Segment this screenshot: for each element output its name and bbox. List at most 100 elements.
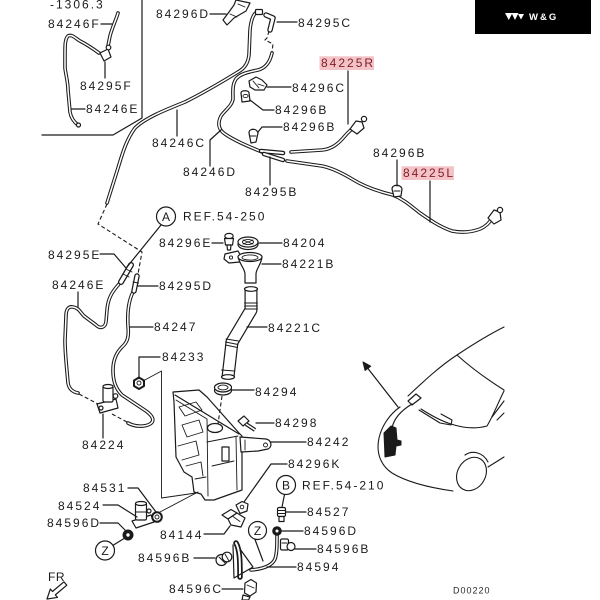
callout-84246e[interactable]: 84246E (52, 278, 105, 292)
callout-84295e[interactable]: 84295E (48, 248, 101, 262)
joint-84295f (99, 44, 112, 62)
callout-84246d[interactable]: 84246D (183, 165, 237, 179)
vehicle-pillar-line (491, 400, 505, 421)
clip-detail (218, 553, 230, 564)
sensor-head (237, 415, 250, 427)
joint-84295b (258, 148, 286, 163)
callout-84295c[interactable]: 84295C (298, 16, 352, 30)
logo-triangle (511, 13, 519, 20)
grommet-hole (154, 514, 160, 520)
connection-line-84247-pump (111, 413, 128, 423)
install-line-84294 (217, 395, 223, 425)
callout-84596d-right[interactable]: 84596D (304, 524, 358, 538)
install-line-84233 (142, 370, 197, 499)
leader-84524 (102, 504, 138, 518)
callout-84296b-1[interactable]: 84296B (275, 103, 328, 117)
filler-neck-84221b (223, 250, 263, 284)
bracket-body (239, 436, 272, 453)
callout-84144[interactable]: 84144 (160, 528, 203, 542)
callout-84296b-3[interactable]: 84296B (373, 146, 426, 160)
vehicle-washer-tank-location (383, 425, 402, 458)
callout-84296k[interactable]: 84296K (288, 457, 341, 471)
callout-84246e-inset[interactable]: 84246E (86, 102, 139, 116)
callout-84296c[interactable]: 84296C (292, 81, 346, 95)
callout-84295f[interactable]: 84295F (80, 79, 133, 93)
washer-tank (172, 389, 243, 501)
callout-84295d[interactable]: 84295D (159, 279, 213, 293)
clip-hole (239, 504, 245, 510)
connection-line-84246c-84295d (97, 203, 143, 275)
marker-circle (94, 540, 116, 561)
callout-84225l[interactable]: 84225L (403, 166, 455, 180)
hose-end-fitting (254, 8, 264, 16)
callout-84246c[interactable]: 84246C (152, 136, 206, 150)
pump-outlet (98, 405, 104, 411)
pump-cap (134, 500, 148, 507)
callout-84295b[interactable]: 84295B (245, 185, 298, 199)
clip-foot (241, 594, 251, 600)
wg-triangles-logo-icon (505, 13, 524, 20)
leader-lines (70, 13, 431, 590)
connection-marker-z-right: Z (247, 520, 268, 541)
callout-84296e[interactable]: 84296E (159, 236, 212, 250)
level-sensor-84298 (237, 415, 257, 432)
cap-84204 (237, 236, 259, 251)
callout-84531[interactable]: 84531 (83, 481, 126, 495)
vehicle-cowl-edge (420, 390, 505, 429)
joint-rings (122, 268, 133, 278)
clip-84296e (223, 232, 235, 251)
callout-84242[interactable]: 84242 (307, 435, 350, 449)
pipe-top-collar (243, 286, 259, 292)
elbow-core (264, 13, 275, 32)
tank-rib (178, 401, 203, 417)
marker-circle (155, 206, 177, 227)
front-washer-pump-84524 (131, 500, 155, 529)
cap-ribs (242, 239, 254, 245)
callout-84224[interactable]: 84224 (82, 438, 125, 452)
reference-line-b (281, 493, 286, 508)
tank-rib (194, 460, 235, 480)
clip-detail (246, 584, 255, 589)
leader-84596d-left (99, 522, 126, 531)
callout-84596b-left[interactable]: 84596B (138, 551, 191, 565)
vehicle-location-view (362, 326, 505, 492)
callout-84596b-right[interactable]: 84596B (317, 542, 370, 556)
hose-outline (63, 282, 121, 395)
inset-border (41, 0, 143, 136)
callout-84596c[interactable]: 84596C (169, 582, 223, 596)
nozzle-fitting-84225l (487, 206, 504, 225)
inset-serial-range: -1306.3 (50, 0, 105, 12)
callout-84233[interactable]: 84233 (162, 350, 205, 364)
fitting-body (487, 209, 502, 225)
callout-84247[interactable]: 84247 (154, 320, 197, 334)
vehicle-wheel-arch (455, 456, 488, 492)
pump-outlet (112, 393, 119, 399)
callout-84527[interactable]: 84527 (307, 505, 350, 519)
callout-84225r[interactable]: 84225R (321, 56, 375, 70)
callout-84296d[interactable]: 84296D (156, 7, 210, 21)
grommet-84531 (151, 511, 163, 523)
hose-84246f (106, 11, 120, 48)
callout-84221b[interactable]: 84221B (282, 257, 335, 271)
joint-84295d (131, 273, 140, 294)
clip-body (248, 76, 268, 91)
neck-opening (241, 254, 259, 261)
callout-84246f[interactable]: 84246F (48, 17, 101, 31)
sensor-rod-core (245, 423, 256, 431)
reference-label-b: REF.54-210 (302, 479, 385, 493)
callout-84221c[interactable]: 84221C (268, 321, 322, 335)
connector-84527 (276, 506, 287, 523)
callout-84294[interactable]: 84294 (255, 385, 298, 399)
front-direction-label: FR (48, 570, 65, 584)
grommet-84596d-right (272, 526, 282, 536)
pipe-threads (221, 302, 258, 372)
callout-84594[interactable]: 84594 (297, 560, 340, 574)
callout-84296b-2[interactable]: 84296B (283, 120, 336, 134)
tank-edge (235, 436, 238, 491)
grommet-hole (126, 533, 130, 537)
callout-84204[interactable]: 84204 (283, 236, 326, 250)
callout-84524[interactable]: 84524 (58, 499, 101, 513)
clip-84596c (241, 578, 258, 600)
callout-84596d-left[interactable]: 84596D (47, 516, 101, 530)
callout-84298[interactable]: 84298 (275, 416, 318, 430)
